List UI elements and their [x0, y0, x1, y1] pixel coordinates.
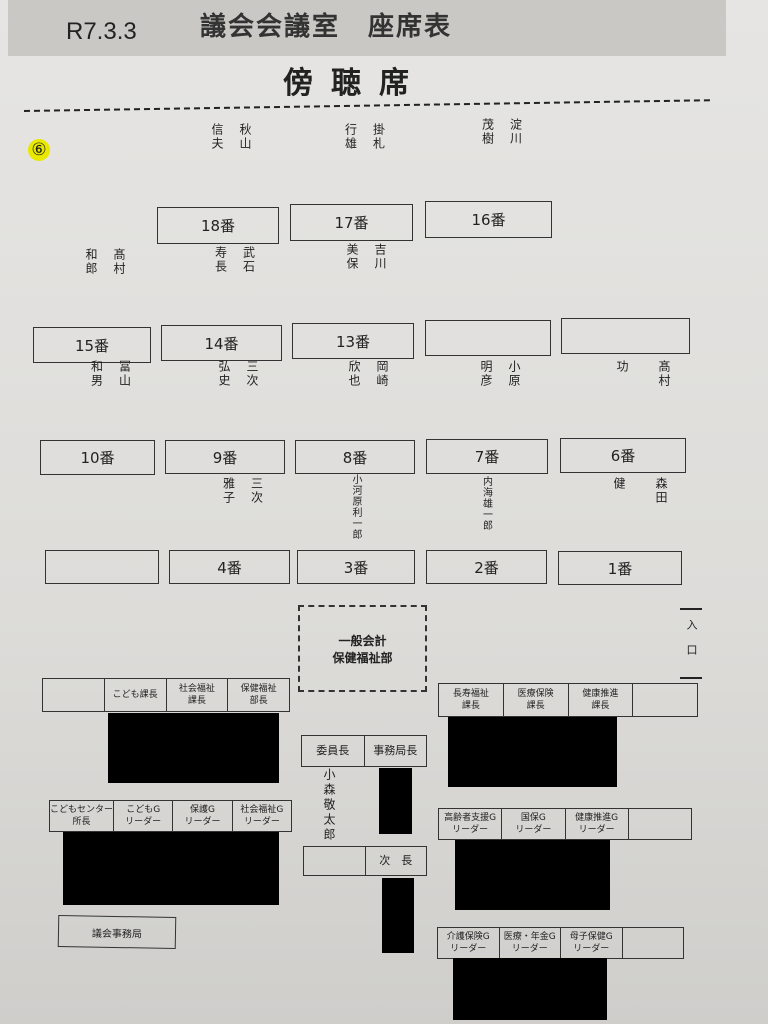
table-cell: 介護保険G リーダー	[438, 928, 500, 958]
seat-box: 15番	[33, 327, 151, 363]
seat-box: 14番	[161, 325, 282, 361]
table-cell: 国保G リーダー	[502, 809, 566, 839]
member-name: 掛札 行雄	[343, 123, 386, 151]
seat-box: 3番	[297, 550, 415, 584]
table-left-bottom: こどもセンター 所長こどもG リーダー保護G リーダー社会福祉G リーダー	[49, 800, 292, 832]
table-cell: 委員長	[302, 736, 365, 766]
member-name: 森田 健	[612, 477, 668, 505]
redacted-block	[455, 840, 610, 910]
secretariat-box: 議会事務局	[57, 914, 177, 950]
member-name: 小原 明彦	[479, 360, 521, 388]
table-cell: こどもセンター 所長	[50, 801, 115, 831]
table-right-top: 長寿福祉 課長医療保険 課長健康推進 課長	[438, 683, 698, 717]
table-right-bottom: 介護保険G リーダー医療・年金G リーダー母子保健G リーダー	[437, 927, 684, 959]
member-name: 三次 弘史	[217, 360, 259, 388]
document-title: 議会会議室 座席表	[200, 12, 453, 42]
table-cell	[629, 809, 691, 839]
table-cell: 高齢者支援G リーダー	[439, 809, 503, 839]
seat-box: 1番	[558, 551, 682, 585]
table-cell: 事務局長	[373, 744, 418, 757]
seat-box	[45, 550, 159, 584]
member-name: 髙村 和郎	[84, 248, 126, 276]
table-cell: 次 長	[379, 854, 413, 867]
page-marker: ⑥	[28, 139, 50, 161]
center-box-line1: 一般会計	[338, 633, 387, 648]
chair-name: 小森敬太郎	[322, 768, 336, 843]
seat-box: 16番	[425, 201, 552, 238]
seat-box	[425, 320, 551, 356]
table-cell: 健康推進 課長	[569, 684, 634, 716]
table-cell: 健康推進G リーダー	[566, 809, 629, 839]
member-name: 小河原利一郎	[350, 474, 361, 540]
table-cell: こどもG リーダー	[114, 801, 174, 831]
table-cell: 長寿福祉 課長	[439, 684, 504, 716]
seat-box: 7番	[426, 439, 548, 474]
table-cell	[623, 928, 684, 958]
member-name: 三次 雅子	[221, 477, 264, 505]
document-date: R7.3.3	[66, 18, 137, 45]
table-cell: 保健福祉 部長	[240, 684, 277, 706]
seat-box: 13番	[292, 323, 414, 359]
redacted-block	[63, 832, 279, 905]
member-name: 武石 寿長	[213, 246, 256, 274]
seat-box: 10番	[40, 440, 155, 475]
table-cell: 社会福祉G リーダー	[240, 805, 284, 827]
redacted-block	[382, 878, 414, 953]
seat-box: 17番	[290, 204, 413, 241]
header-band	[8, 0, 726, 56]
seat-box: 18番	[157, 207, 279, 244]
table-cell	[633, 684, 697, 716]
table-cell	[43, 679, 105, 711]
table-center-top: 委員長事務局長	[301, 735, 427, 767]
seat-box	[561, 318, 690, 354]
gallery-label: 傍聴席	[283, 66, 427, 101]
seat-box: 6番	[560, 438, 686, 473]
redacted-block	[453, 958, 607, 1020]
seat-box: 2番	[426, 550, 547, 584]
center-box-line2: 保健福祉部	[332, 650, 393, 665]
table-cell: 社会福祉 課長	[167, 679, 229, 711]
table-center-bottom: 次 長	[303, 846, 427, 876]
member-name: 淀川 茂樹	[480, 118, 523, 146]
member-name: 岡崎 欣也	[347, 360, 389, 388]
redacted-block	[448, 717, 617, 787]
table-right-mid: 高齢者支援G リーダー国保G リーダー健康推進G リーダー	[438, 808, 692, 840]
member-name: 吉川 美保	[345, 243, 387, 271]
member-name: 内海雄一郎	[480, 476, 492, 531]
seat-box: 4番	[169, 550, 290, 584]
table-cell: 医療保険 課長	[504, 684, 569, 716]
entrance-label: 入口	[680, 608, 702, 679]
table-cell: 保護G リーダー	[173, 801, 233, 831]
member-name: 秋山 信夫	[210, 123, 252, 151]
redacted-block	[379, 768, 412, 834]
redacted-block	[108, 713, 279, 783]
table-cell: 医療・年金G リーダー	[500, 928, 561, 958]
seat-box: 8番	[295, 440, 415, 474]
table-left-top: こども課長社会福祉 課長保健福祉 部長	[42, 678, 290, 712]
member-name: 髙村 功	[615, 360, 671, 388]
table-cell: こども課長	[105, 679, 167, 711]
seat-box: 9番	[165, 440, 285, 474]
member-name: 冨山 和男	[89, 360, 132, 388]
table-cell: 母子保健G リーダー	[561, 928, 623, 958]
table-cell	[304, 847, 366, 875]
center-reserved-box: 一般会計 保健福祉部	[298, 605, 427, 692]
